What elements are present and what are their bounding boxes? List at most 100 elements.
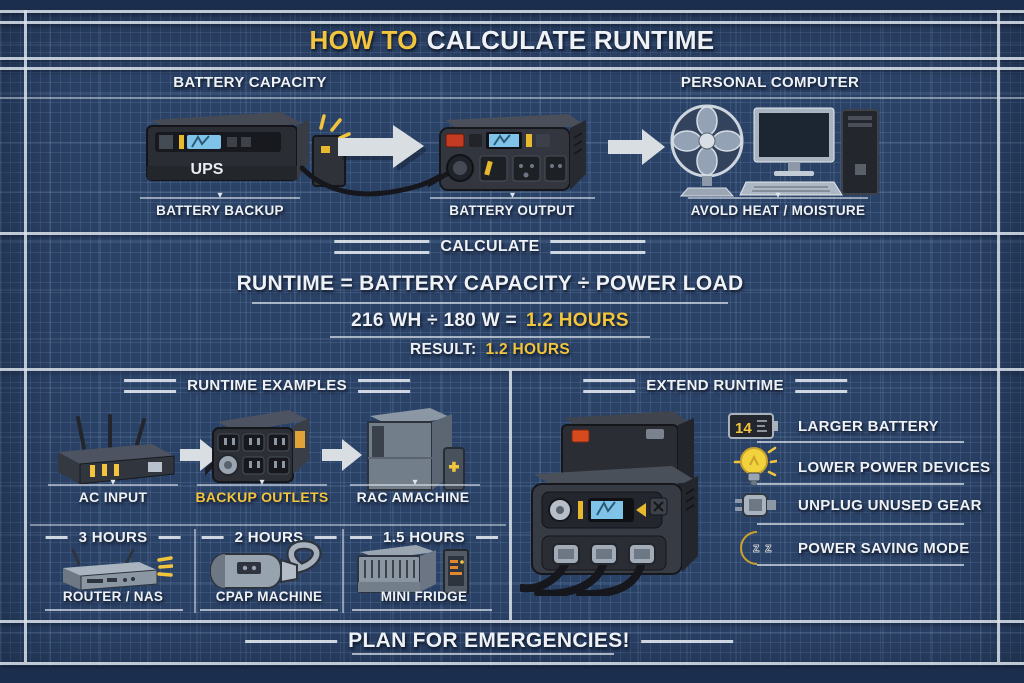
power-strip-icon xyxy=(205,410,309,483)
tip-power-saving: z z POWER SAVING MODE xyxy=(726,528,970,568)
section-divider xyxy=(0,620,1024,623)
result-value: 1.2 HOURS xyxy=(485,341,570,358)
result-label: RESULT: xyxy=(410,341,477,358)
moon-zz-text: z z xyxy=(753,540,773,555)
mini-fridge-icon xyxy=(357,545,469,594)
arrow-right-icon xyxy=(338,125,426,170)
moon-icon: z z xyxy=(726,528,784,568)
caption-underline xyxy=(45,609,183,611)
battery-display-value: 14 xyxy=(735,420,752,437)
machine-icon xyxy=(367,408,465,491)
header-line xyxy=(357,378,410,393)
frame-line xyxy=(0,67,1024,70)
examples-header: RUNTIME EXAMPLES xyxy=(124,377,410,394)
caption-pointer: ▾ xyxy=(48,477,178,488)
dash-line xyxy=(314,536,337,539)
example-left: 216 WH ÷ 180 W = xyxy=(351,310,517,331)
runtime-formula: RUNTIME = BATTERY CAPACITY ÷ POWER LOAD xyxy=(236,272,744,295)
formula-underline xyxy=(252,302,728,304)
top-margin-strip xyxy=(0,0,1024,10)
duration-header-1-5h: 1.5 HOURS xyxy=(350,529,498,546)
examples-divider xyxy=(30,524,506,526)
example-value: 1.2 HOURS xyxy=(525,310,629,331)
router-icon xyxy=(58,414,175,485)
frame-line xyxy=(0,10,1024,13)
header-line xyxy=(583,378,636,393)
tip-label: LARGER BATTERY xyxy=(798,417,939,435)
tip-underline xyxy=(757,564,964,566)
caption-underline xyxy=(200,609,338,611)
caption-pointer: ▾ xyxy=(688,190,868,201)
extend-header-label: EXTEND RUNTIME xyxy=(646,377,784,394)
banner-underline xyxy=(352,653,614,655)
example-equation: 216 WH ÷ 180 W = 1.2 HOURS xyxy=(351,310,629,332)
frame-line xyxy=(0,97,1024,99)
duration-hours: 3 HOURS xyxy=(78,529,148,546)
duration-hours: 1.5 HOURS xyxy=(383,529,465,546)
arrow-right-icon xyxy=(608,129,665,165)
caption-underline xyxy=(352,609,492,611)
dash-line xyxy=(245,639,338,643)
machine-caption: RAC AMACHINE xyxy=(356,489,470,505)
dash-line xyxy=(475,536,498,539)
ups-device-label: UPS xyxy=(191,161,224,178)
frame-line xyxy=(0,662,1024,665)
duration-header-3h: 3 HOURS xyxy=(45,529,181,546)
tip-unplug: UNPLUG UNUSED GEAR xyxy=(726,490,982,520)
frame-line xyxy=(0,57,1024,60)
duration-hours: 2 HOURS xyxy=(234,529,304,546)
arrow-right-icon xyxy=(322,439,362,471)
dash-line xyxy=(158,536,181,539)
tip-label: LOWER POWER DEVICES xyxy=(798,458,991,476)
section-divider xyxy=(0,368,1024,371)
battery-icon: 14 xyxy=(726,410,784,442)
bulb-icon xyxy=(726,444,784,490)
column-divider xyxy=(194,529,196,613)
backup-outlets-caption: BACKUP OUTLETS xyxy=(195,489,329,505)
tip-label: UNPLUG UNUSED GEAR xyxy=(798,496,982,514)
dash-line xyxy=(45,536,68,539)
calculate-header-label: CALCULATE xyxy=(440,238,540,255)
ups-caption: BATTERY BACKUP xyxy=(156,203,284,218)
dash-line xyxy=(640,639,733,643)
caption-pointer: ▾ xyxy=(350,477,480,488)
duration-header-2h: 2 HOURS xyxy=(201,529,337,546)
header-line xyxy=(124,378,177,393)
router-nas-icon xyxy=(63,548,173,591)
column-divider xyxy=(342,529,344,613)
tip-underline xyxy=(757,483,964,485)
computer-caption: AVOLD HEAT / MOISTURE xyxy=(690,203,866,218)
extend-header: EXTEND RUNTIME xyxy=(583,377,847,394)
tip-underline xyxy=(757,523,964,525)
station-caption: BATTERY OUTPUT xyxy=(449,203,575,218)
result-line: RESULT: 1.2 HOURS xyxy=(410,341,570,359)
mini-fridge-caption: MINI FRIDGE xyxy=(380,589,468,604)
footer-banner: PLAN FOR EMERGENCIES! xyxy=(245,629,733,653)
spark-icon xyxy=(319,114,351,140)
example-underline xyxy=(330,336,650,338)
frame-line xyxy=(0,21,1024,24)
section-divider xyxy=(0,232,1024,235)
header-line xyxy=(550,240,646,254)
plug-icon xyxy=(726,490,784,520)
power-station-icon xyxy=(428,114,586,191)
footer-banner-label: PLAN FOR EMERGENCIES! xyxy=(348,629,630,652)
large-power-station-icon xyxy=(520,411,698,596)
flow-left-header: BATTERY CAPACITY xyxy=(173,74,327,91)
tip-underline xyxy=(757,441,964,443)
cpap-caption: CPAP MACHINE xyxy=(215,589,323,604)
header-line xyxy=(794,378,847,393)
ac-input-caption: AC INPUT xyxy=(78,489,148,505)
dash-line xyxy=(201,536,224,539)
caption-pointer: ▾ xyxy=(197,477,327,488)
header-line xyxy=(334,240,430,254)
calculate-header: CALCULATE xyxy=(334,238,646,256)
frame-line xyxy=(997,10,1000,662)
ups-icon: UPS xyxy=(146,112,351,187)
cpap-icon xyxy=(210,540,322,589)
title-rest: CALCULATE RUNTIME xyxy=(426,25,715,55)
examples-header-label: RUNTIME EXAMPLES xyxy=(187,377,347,394)
tip-label: POWER SAVING MODE xyxy=(798,539,970,557)
